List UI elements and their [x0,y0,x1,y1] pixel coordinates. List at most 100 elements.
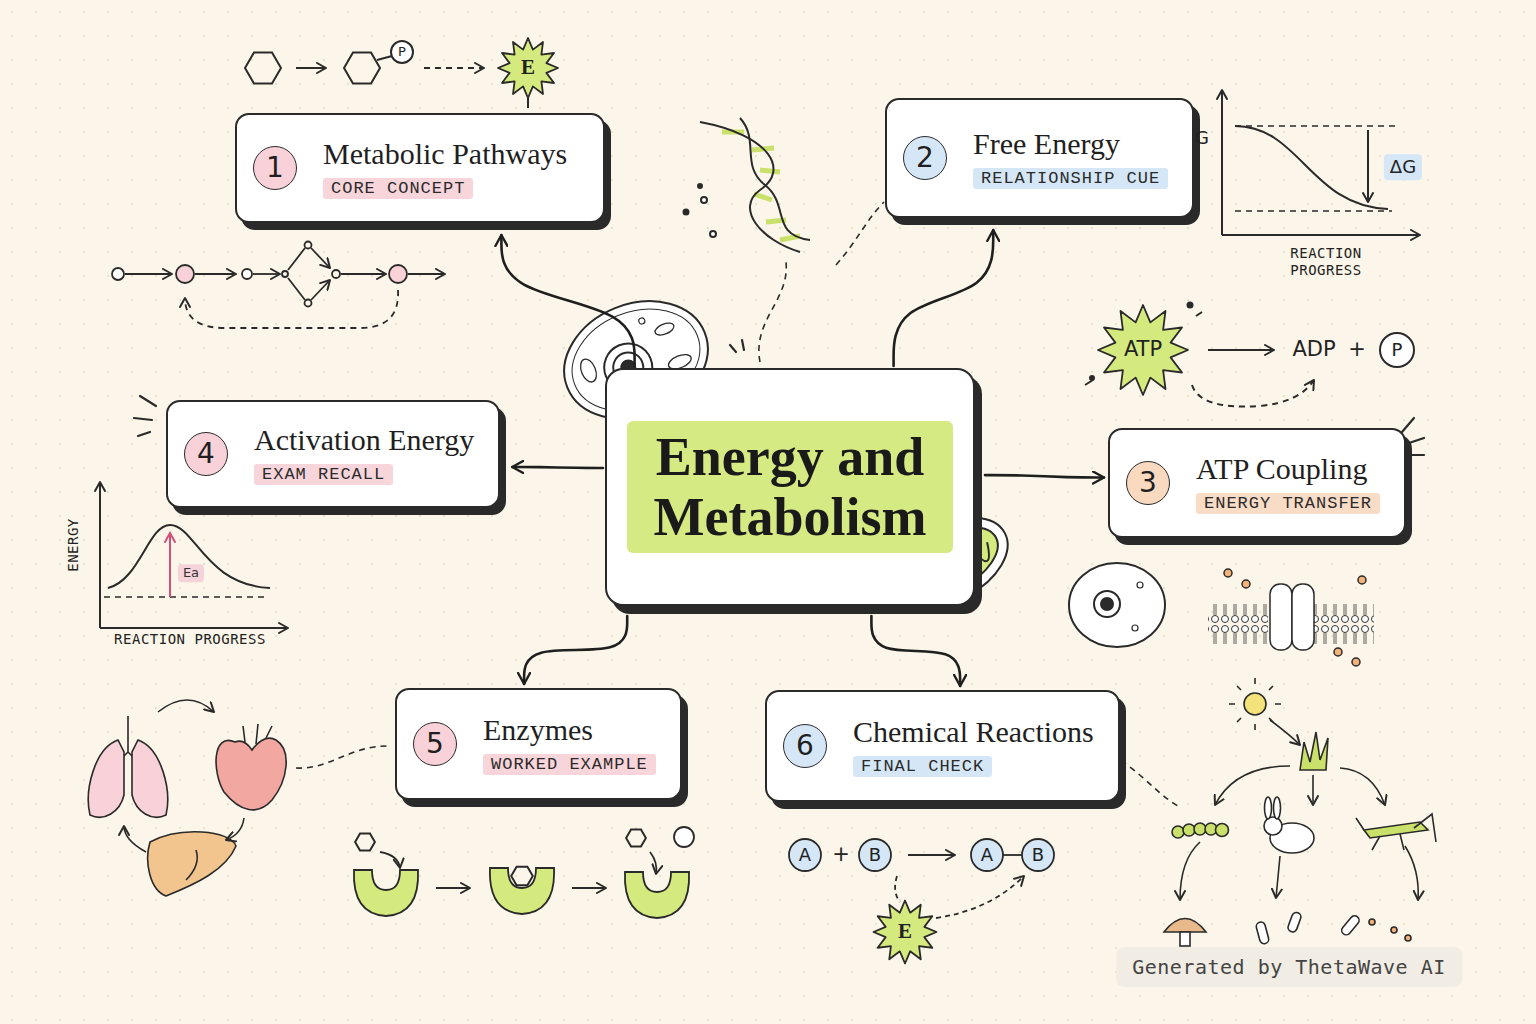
plant-cell [1137,582,1143,588]
box-title: Chemical Reactions [853,715,1094,750]
membrane-channel [1334,648,1342,656]
energy-symbol: E [898,919,912,944]
food-web [1276,856,1280,898]
callout-number-text: 2 [916,144,934,172]
dna-helix [760,170,780,172]
membrane-channel [1358,576,1366,584]
food-web [1312,775,1314,805]
membrane-channel [1242,580,1250,588]
pathway-network [195,273,236,275]
food-web [1270,720,1300,745]
atp-hydrolysis-sketch [1090,376,1094,380]
pathway-network [288,248,305,270]
pathway-network [185,290,398,328]
connector-arrow [894,230,994,366]
connector-arrow [512,467,603,468]
organ-cycle [88,700,286,896]
organ-cycle [124,826,146,852]
pathway-network [125,273,172,275]
box-title: Free Energy [973,127,1120,162]
enzyme-substrate-sketch [572,887,606,889]
callout-number-text: 1 [266,154,284,182]
enzyme-substrate-sketch [626,829,646,846]
callout-number: 3 [1126,461,1170,505]
organ-cycle [226,818,244,840]
box-title: Enzymes [483,713,593,748]
synthesis-sketch [971,839,1003,871]
emphasis-ticks [134,418,152,420]
box-title: Activation Energy [254,423,474,458]
central-topic-box: Energy and Metabolism [605,368,975,606]
food-web [1194,823,1206,835]
free-energy-graph [1235,210,1392,212]
membrane-channel [1292,584,1314,650]
pathway-network [112,268,124,280]
dashed-leader [296,746,390,768]
plant-cell [1132,625,1138,631]
food-web [1274,797,1281,819]
animal-cell [578,357,600,384]
tag-label: EXAM RECALL [254,464,393,485]
pathway-network [282,271,288,277]
synthesis-sketch [859,839,891,871]
food-web [1287,911,1302,933]
callout-number: 4 [184,432,228,476]
tag-label: WORKED EXAMPLE [483,754,656,775]
callout-number: 1 [253,146,297,190]
plus-sign: + [832,842,850,867]
enzyme-substrate-sketch [354,870,418,916]
enzyme-substrate-sketch [490,868,554,914]
enzyme-substrate-sketch [650,852,656,874]
animal-cell [653,321,675,338]
phosphorylation-sketch [344,52,380,83]
enzyme-substrate-sketch [490,868,554,914]
enzyme-substrate-sketch [625,872,689,918]
dashed-leader [759,262,786,362]
callout-number: 6 [783,724,827,768]
atp-hydrolysis-sketch [1208,349,1274,351]
phosphorylation-sketch [498,38,558,98]
pathway-network [311,280,330,300]
organ-cycle [216,738,286,810]
energy-symbol: E [521,55,535,80]
synthesis-sketch [908,854,955,856]
atp-hydrolysis-sketch [1098,305,1188,395]
enzyme-substrate-sketch [436,887,470,889]
pathway-network [253,273,280,275]
phosphorylation-sketch [391,41,413,63]
food-web [1255,921,1269,945]
axis-label: ENERGY [65,518,82,572]
callout-number-text: 6 [796,732,814,760]
organ-cycle [243,724,272,744]
callout-number-text: 3 [1139,469,1157,497]
activation-energy-graph [100,627,288,629]
synthesis-sketch [789,839,821,871]
pathway-network [112,242,445,329]
membrane-channel [1208,596,1268,644]
free-energy-graph [1367,130,1369,202]
central-title: Energy and Metabolism [627,421,953,554]
membrane-channel [1208,569,1374,666]
pathway-network [288,278,305,300]
emphasis-ticks [730,345,736,352]
food-web [1405,935,1411,941]
tag-label: RELATIONSHIP CUE [973,168,1168,189]
topic-box: Activation EnergyEXAM RECALL 4 [166,400,500,508]
topic-box: Chemical ReactionsFINAL CHECK6 [765,690,1120,802]
plant-cell [1069,563,1165,647]
synthesis-sketch [1003,854,1022,856]
membrane-channel [1270,584,1292,650]
topic-box: Free EnergyRELATIONSHIP CUE 2 [885,98,1194,218]
plus-sign: + [1348,337,1366,362]
animal-cell [638,317,646,325]
phosphorylation-sketch [527,98,529,108]
food-web [1172,823,1229,838]
connector-arrow [871,616,960,686]
molecule-label: B [1032,844,1044,866]
dashed-leader [836,202,884,265]
atp-symbol: ATP [1124,337,1162,362]
molecule-label: A [981,844,993,866]
activation-energy-label: Ea [178,564,204,582]
box-title: ATP Coupling [1196,452,1367,487]
food-web [1180,842,1200,900]
